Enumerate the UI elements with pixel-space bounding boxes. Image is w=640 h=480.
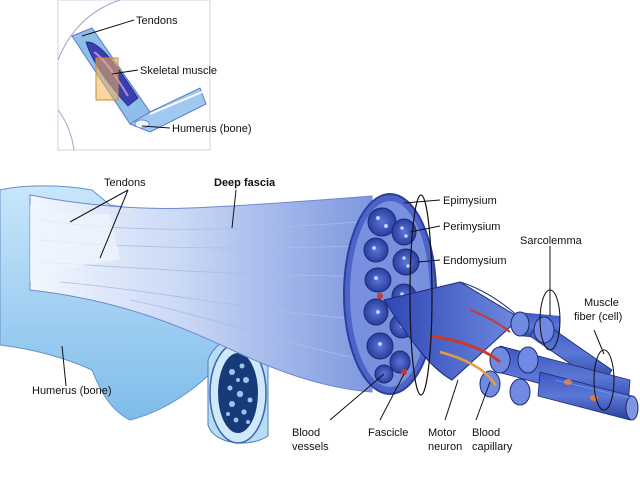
label-blood-capillary-line1: Blood [472, 427, 500, 439]
muscle-fibers [479, 311, 639, 421]
inset-label-tendons: Tendons [136, 15, 178, 27]
label-fascicle: Fascicle [368, 427, 408, 439]
inset-label-skeletal-muscle: Skeletal muscle [140, 65, 217, 77]
label-epimysium: Epimysium [443, 195, 497, 207]
label-blood-vessels-line2: vessels [292, 441, 329, 453]
inset-humerus-leader [141, 125, 171, 129]
inset-arm-illustration [57, 0, 211, 151]
label-blood-vessels-line1: Blood [292, 427, 320, 439]
main-leader-lines [61, 189, 605, 421]
inset-muscle-leader [111, 69, 139, 75]
label-sarcolemma: Sarcolemma [520, 235, 583, 247]
label-blood-capillary-line2: capillary [472, 441, 513, 453]
main-muscle-illustration [0, 185, 639, 444]
inset-tendons-leader [81, 19, 135, 37]
inset-label-humerus: Humerus (bone) [172, 123, 251, 135]
label-muscle-fiber-line2: fiber (cell) [574, 311, 622, 323]
label-muscle-fiber-line1: Muscle [584, 297, 619, 309]
label-endomysium: Endomysium [443, 255, 507, 267]
label-deep-fascia: Deep fascia [214, 177, 276, 189]
label-perimysium: Perimysium [443, 221, 500, 233]
label-motor-neuron-line1: Motor [428, 427, 456, 439]
label-motor-neuron-line2: neuron [428, 441, 462, 453]
label-tendons: Tendons [104, 177, 146, 189]
label-humerus: Humerus (bone) [32, 385, 111, 397]
